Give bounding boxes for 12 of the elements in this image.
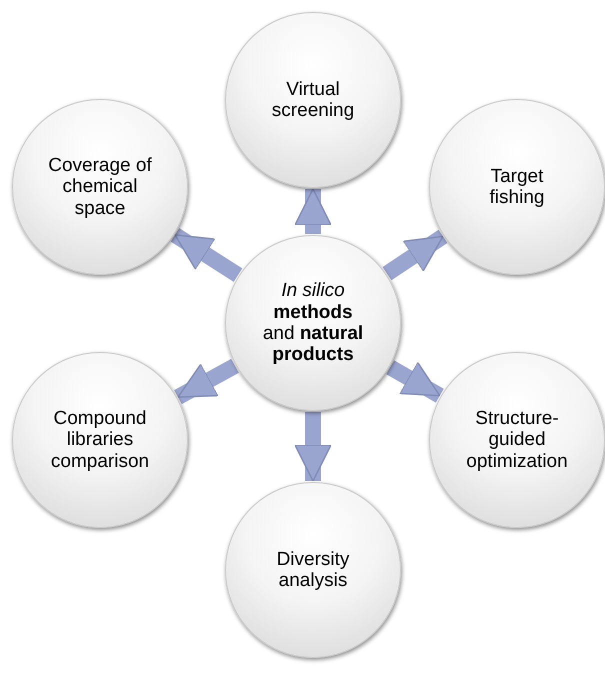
circle-label: Diversity analysis (276, 548, 350, 592)
circle-label: Target fishing (488, 166, 546, 208)
arrow (170, 228, 242, 282)
circle-label: Coverage of chemical space (47, 155, 153, 219)
arrow (294, 412, 332, 482)
circle-label: Compound libraries comparison (50, 408, 150, 472)
circle-label: Structure- guided optimization (465, 408, 569, 472)
arrow (294, 188, 332, 234)
arrow (386, 360, 444, 403)
arrow (382, 230, 448, 280)
circle-label: In silico methods and natural products (262, 280, 364, 366)
circle-label: Virtual screening (270, 78, 356, 122)
